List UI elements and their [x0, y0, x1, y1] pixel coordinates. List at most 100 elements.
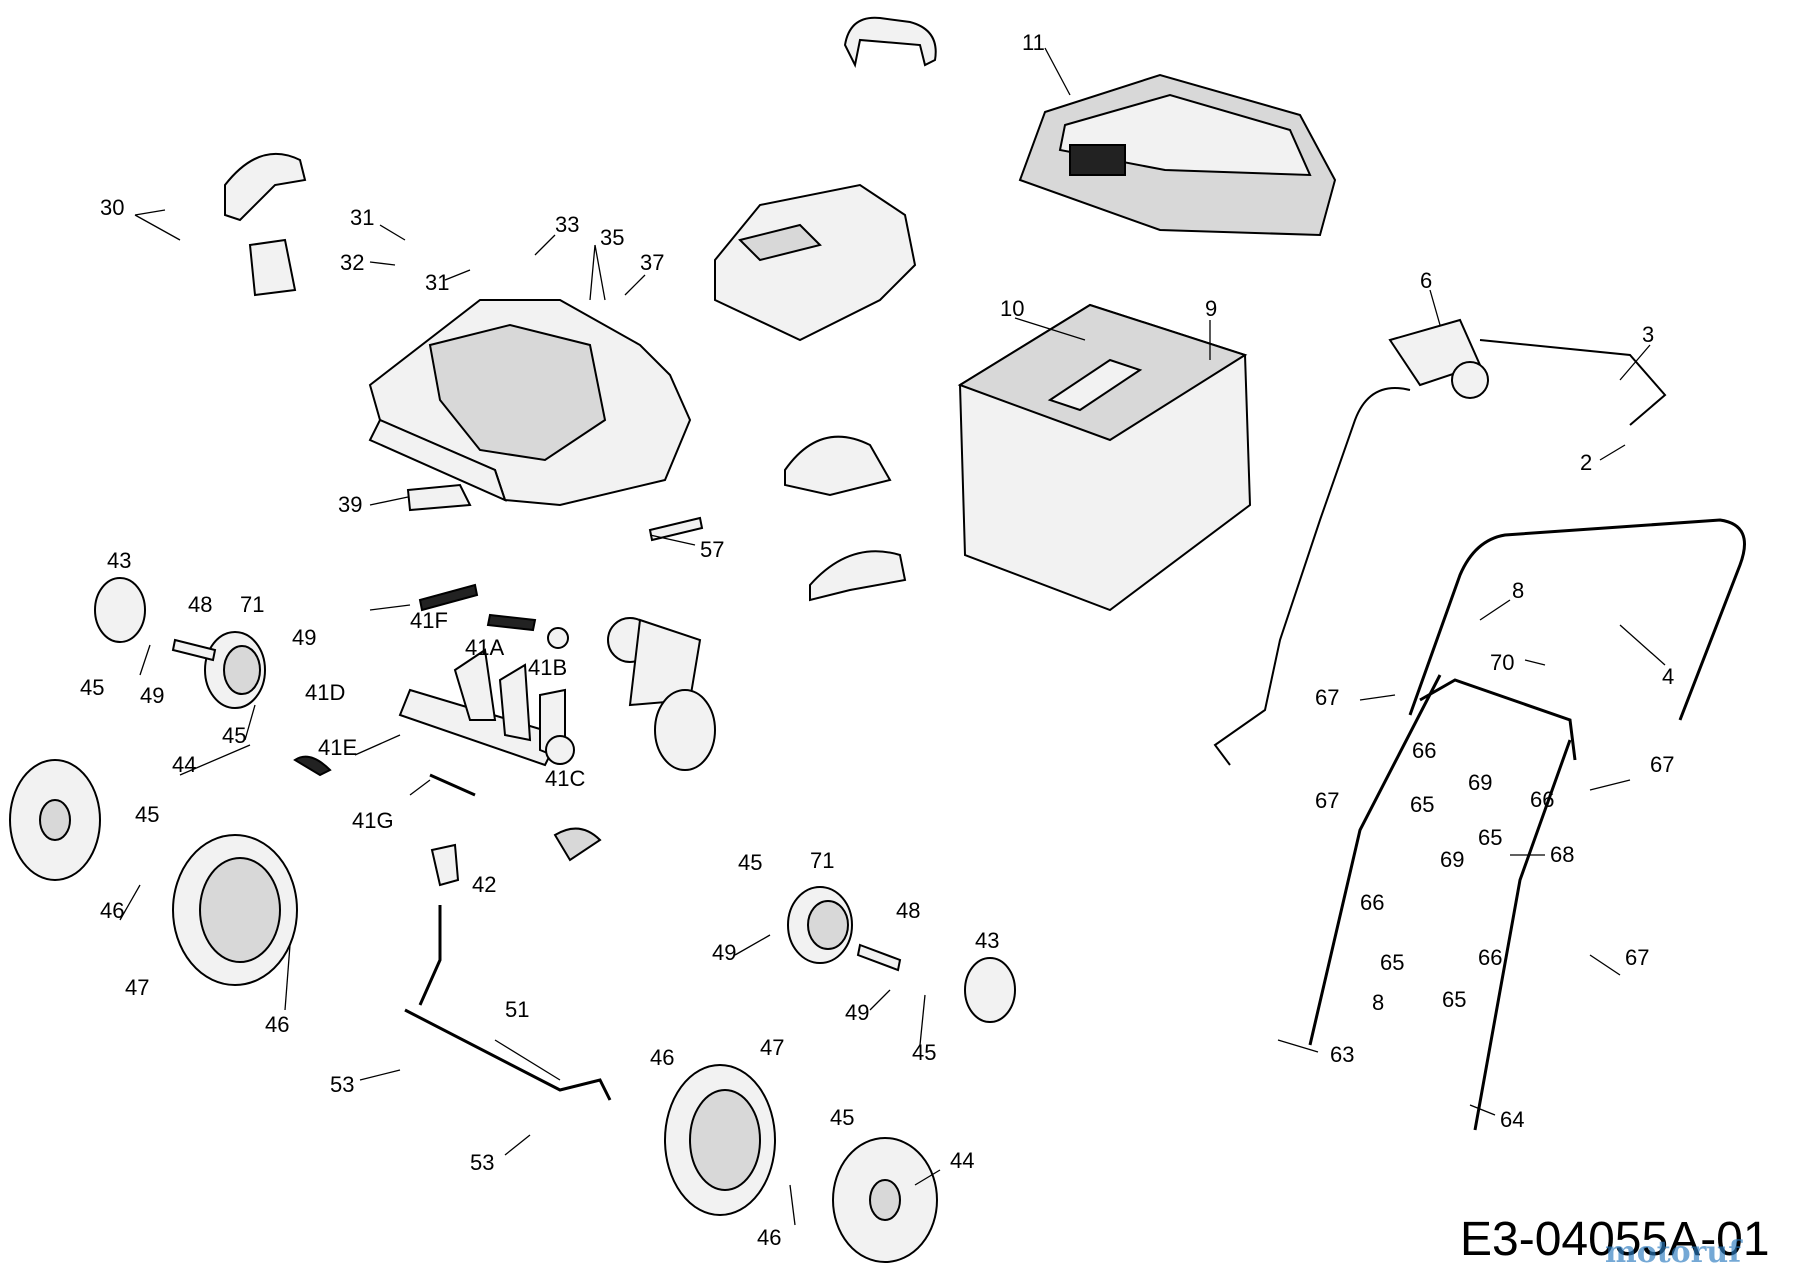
callout-66: 66 [1530, 787, 1554, 812]
axle-51-part [404, 1008, 612, 1101]
callout-41C: 41C [545, 766, 585, 791]
callout-9: 9 [1205, 296, 1217, 321]
callout-45: 45 [912, 1040, 936, 1065]
callout-66: 66 [1478, 945, 1502, 970]
callout-41A: 41A [465, 635, 504, 660]
clip-42-part [430, 843, 460, 887]
callout-41F: 41F [410, 608, 448, 633]
upper-handle-part [1408, 518, 1746, 721]
callout-3: 3 [1642, 322, 1654, 347]
callout-4: 4 [1662, 664, 1674, 689]
callout-labels: 30 31 32 31 33 35 37 39 57 11 10 9 6 3 2… [80, 30, 1674, 1250]
cable-3-part [1479, 339, 1667, 426]
callout-37: 37 [640, 250, 664, 275]
callout-30: 30 [100, 195, 124, 220]
callout-67: 67 [1650, 752, 1674, 777]
rear-wheel-arch-part [809, 550, 907, 602]
height-adjuster-bracket-part [406, 483, 472, 512]
handle-frame-part [1419, 678, 1577, 761]
lower-handle-right-part [1473, 739, 1572, 1131]
callout-31: 31 [350, 205, 374, 230]
switch-box-part [1388, 318, 1489, 399]
clip-41E-part [293, 755, 332, 777]
callout-43: 43 [975, 928, 999, 953]
small-wheel-71-left-part [204, 631, 266, 709]
callout-67: 67 [1315, 685, 1339, 710]
bar-57-part [648, 516, 704, 542]
blade-41A-part [486, 613, 537, 632]
callout-31: 31 [425, 270, 449, 295]
hubcap-44-right-part [832, 1137, 938, 1263]
callout-46: 46 [650, 1045, 674, 1070]
axle-48-left-part [171, 638, 217, 662]
callout-45: 45 [830, 1105, 854, 1130]
callout-2: 2 [1580, 450, 1592, 475]
rear-wheel-47-left-part [172, 834, 298, 986]
rear-flap-part [224, 152, 307, 222]
callout-42: 42 [472, 872, 496, 897]
hubcap-44-left-part [9, 759, 101, 881]
axle-arm-part [418, 905, 442, 1006]
leader-lines [119, 47, 1666, 1226]
scarifier-roller-part [398, 648, 575, 767]
callout-46: 46 [757, 1225, 781, 1250]
callout-32: 32 [340, 250, 364, 275]
cap-41C-part [553, 827, 602, 862]
lower-handle-left-part [1308, 674, 1442, 1046]
callout-66: 66 [1360, 890, 1384, 915]
callout-10: 10 [1000, 296, 1024, 321]
callout-65: 65 [1380, 950, 1404, 975]
grass-bag-part [957, 303, 1252, 612]
callout-71: 71 [810, 848, 834, 873]
callout-69: 69 [1440, 847, 1464, 872]
callout-65: 65 [1478, 825, 1502, 850]
callout-45: 45 [135, 802, 159, 827]
callout-51: 51 [505, 997, 529, 1022]
grass-bag-top-part [1018, 73, 1337, 237]
callout-35: 35 [600, 225, 624, 250]
callout-43: 43 [107, 548, 131, 573]
callout-48: 48 [896, 898, 920, 923]
callout-67: 67 [1625, 945, 1649, 970]
callout-47: 47 [125, 975, 149, 1000]
watermark-logo: motoruf [1605, 1235, 1743, 1270]
axle-48-right-part [856, 943, 902, 972]
callout-8: 8 [1512, 578, 1524, 603]
callout-45: 45 [222, 723, 246, 748]
callout-63: 63 [1330, 1042, 1354, 1067]
spring-41G-part [429, 773, 476, 797]
callout-53: 53 [330, 1072, 354, 1097]
shaft-41F-part [418, 583, 479, 612]
motor-cover-part [714, 183, 917, 342]
callout-41D: 41D [305, 680, 345, 705]
callout-6: 6 [1420, 268, 1432, 293]
deck-housing-part [368, 299, 692, 507]
callout-65: 65 [1410, 792, 1434, 817]
callout-44: 44 [950, 1148, 974, 1173]
callout-53: 53 [470, 1150, 494, 1175]
cable-part [1213, 387, 1411, 766]
hubcap-43-right-part [964, 957, 1016, 1023]
callout-39: 39 [338, 492, 362, 517]
callout-8: 8 [1372, 990, 1384, 1015]
flap-bracket-part [248, 238, 297, 297]
callout-71: 71 [240, 592, 264, 617]
callout-67: 67 [1315, 788, 1339, 813]
small-wheel-71-right-part [787, 886, 853, 964]
bearing-41B-part [547, 627, 569, 649]
callout-65: 65 [1442, 987, 1466, 1012]
callout-44: 44 [172, 752, 196, 777]
callout-46: 46 [100, 898, 124, 923]
callout-70: 70 [1490, 650, 1514, 675]
motor-part [607, 617, 716, 771]
callout-45: 45 [738, 850, 762, 875]
callout-33: 33 [555, 212, 579, 237]
callout-41B: 41B [528, 655, 567, 680]
callout-41G: 41G [352, 808, 394, 833]
callout-11: 11 [1022, 30, 1045, 55]
callout-49: 49 [712, 940, 736, 965]
callout-49: 49 [292, 625, 316, 650]
wheel-arch-cover-part [784, 435, 892, 497]
callout-69: 69 [1468, 770, 1492, 795]
